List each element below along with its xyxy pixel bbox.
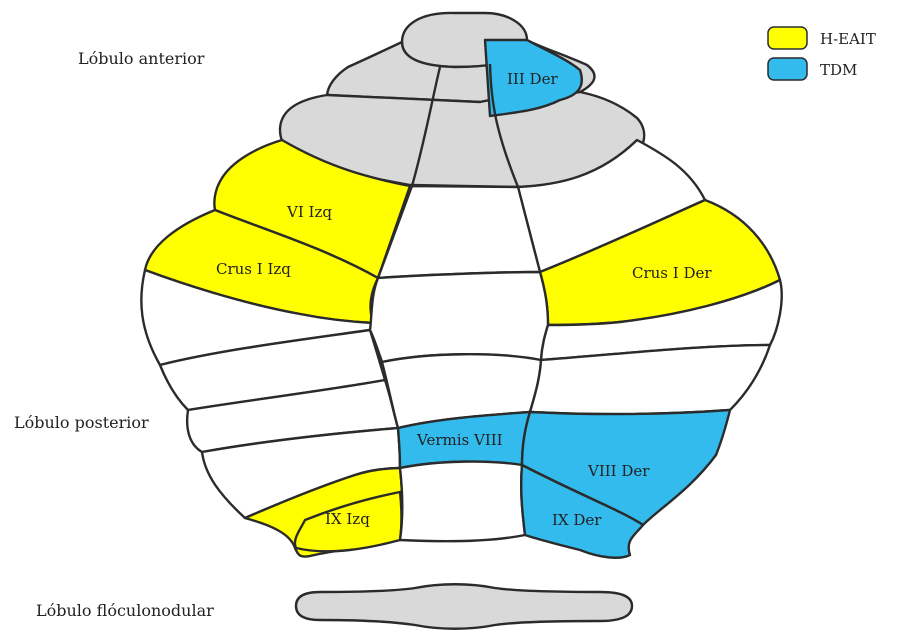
label-ix-der: IX Der <box>552 511 602 529</box>
legend-label-tdm: TDM <box>820 61 857 79</box>
label-vi-izq: VI Izq <box>286 203 332 221</box>
legend-swatch-h-eait <box>768 27 807 49</box>
legend-label-h-eait: H-EAIT <box>820 30 876 48</box>
label-iii-der: III Der <box>507 70 558 88</box>
label-crus-i-der: Crus I Der <box>632 264 712 282</box>
legend: H-EAIT TDM <box>768 27 876 80</box>
label-anterior-lobe: Lóbulo anterior <box>78 49 205 68</box>
legend-swatch-tdm <box>768 58 807 80</box>
vermis-band-1 <box>370 272 548 362</box>
label-ix-izq: IX Izq <box>325 510 370 528</box>
label-posterior-lobe: Lóbulo posterior <box>14 413 149 432</box>
label-vermis-viii: Vermis VIII <box>416 431 503 449</box>
flocculonodular-lobe <box>296 584 632 629</box>
label-viii-der: VIII Der <box>587 462 650 480</box>
label-crus-i-izq: Crus I Izq <box>216 260 291 278</box>
label-flocculonodular-lobe: Lóbulo flóculonodular <box>36 601 214 620</box>
vermis-bottom-white <box>400 462 525 542</box>
